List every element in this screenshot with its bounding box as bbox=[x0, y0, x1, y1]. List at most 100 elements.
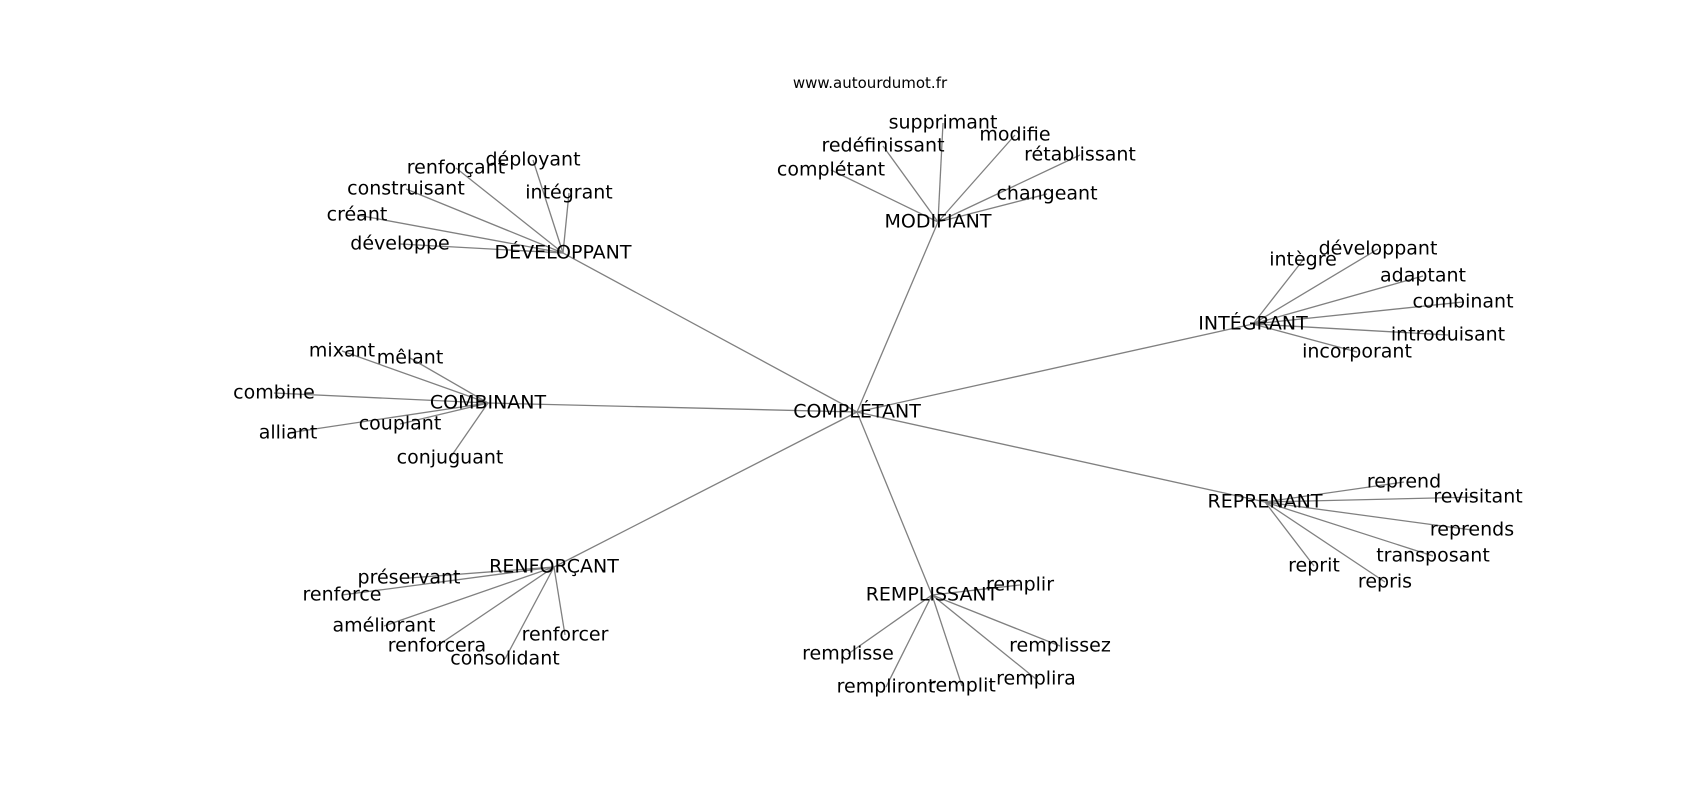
graph-edges bbox=[273, 122, 1479, 688]
edge-hub-leaf bbox=[931, 594, 963, 687]
leaf-word-node: modifie bbox=[979, 124, 1050, 146]
leaf-word-node: revisitant bbox=[1433, 486, 1522, 508]
leaf-word-node: combinant bbox=[1412, 291, 1513, 313]
edge-hub-leaf bbox=[882, 145, 939, 223]
edge-hub-leaf bbox=[1264, 496, 1479, 503]
edge-hub-leaf bbox=[1252, 301, 1464, 325]
edge-hub-leaf bbox=[885, 594, 933, 688]
edge-hub-leaf bbox=[455, 167, 564, 254]
leaf-word-node: consolidant bbox=[450, 648, 559, 670]
leaf-word-node: créant bbox=[327, 204, 388, 226]
edge-hub-leaf bbox=[1264, 501, 1386, 583]
edge-hub-leaf bbox=[931, 584, 1021, 596]
edge-hub-leaf bbox=[449, 402, 489, 459]
edge-hub-leaf bbox=[341, 350, 489, 404]
leaf-word-node: redéfinissant bbox=[821, 135, 944, 157]
hub-word-node: REPRENANT bbox=[1208, 491, 1323, 513]
leaf-word-node: remplissez bbox=[1009, 635, 1111, 657]
leaf-word-node: repris bbox=[1358, 571, 1412, 593]
edge-hub-leaf bbox=[1264, 481, 1405, 503]
leaf-word-node: remplira bbox=[996, 668, 1076, 690]
leaf-word-node: combine bbox=[233, 382, 315, 404]
leaf-word-node: renforcera bbox=[388, 635, 486, 657]
edge-hub-leaf bbox=[937, 134, 1016, 223]
leaf-word-node: remplisse bbox=[802, 643, 894, 665]
leaf-word-node: alliant bbox=[259, 422, 318, 444]
edge-hub-leaf bbox=[356, 214, 564, 254]
leaf-word-node: déployant bbox=[485, 149, 580, 171]
edge-hub-leaf bbox=[937, 154, 1081, 223]
edge-center-hub bbox=[553, 411, 858, 568]
leaf-word-node: changeant bbox=[996, 183, 1097, 205]
edge-hub-leaf bbox=[287, 402, 489, 434]
leaf-word-node: reprit bbox=[1288, 555, 1340, 577]
edge-center-hub bbox=[856, 221, 939, 413]
edge-center-hub bbox=[856, 411, 933, 596]
edge-hub-leaf bbox=[1252, 323, 1358, 353]
center-word-node: COMPLÉTANT bbox=[793, 400, 921, 423]
edge-hub-leaf bbox=[562, 192, 570, 254]
edge-hub-leaf bbox=[273, 392, 489, 404]
edge-hub-leaf bbox=[931, 594, 1061, 647]
leaf-word-node: mixant bbox=[309, 340, 375, 362]
hub-word-node: COMBINANT bbox=[430, 392, 547, 414]
leaf-word-node: renforcer bbox=[522, 624, 609, 646]
leaf-word-node: adaptant bbox=[1380, 265, 1466, 287]
leaf-word-node: préservant bbox=[358, 567, 461, 589]
edge-hub-leaf bbox=[937, 122, 944, 223]
leaf-word-node: rempliront bbox=[837, 676, 936, 698]
leaf-word-node: supprimant bbox=[889, 112, 998, 134]
leaf-word-node: renforçant bbox=[407, 157, 505, 179]
edge-hub-leaf bbox=[409, 357, 489, 404]
source-credit: www.autourdumot.fr bbox=[793, 74, 948, 92]
edge-hub-leaf bbox=[937, 193, 1048, 223]
leaf-word-node: reprend bbox=[1367, 471, 1441, 493]
leaf-word-node: introduisant bbox=[1391, 324, 1505, 346]
leaf-word-node: mêlant bbox=[377, 347, 444, 369]
leaf-word-node: reprends bbox=[1430, 519, 1514, 541]
edge-hub-leaf bbox=[1252, 275, 1424, 325]
edge-hub-leaf bbox=[408, 566, 555, 579]
edge-hub-leaf bbox=[1252, 323, 1449, 336]
edge-hub-leaf bbox=[405, 188, 564, 254]
edge-hub-leaf bbox=[1264, 501, 1315, 567]
edge-hub-leaf bbox=[1252, 248, 1379, 325]
leaf-word-node: renforce bbox=[303, 584, 382, 606]
leaf-word-node: remplit bbox=[928, 675, 996, 697]
edge-hub-leaf bbox=[532, 159, 564, 254]
leaf-word-node: complétant bbox=[777, 159, 885, 181]
leaf-word-node: conjuguant bbox=[397, 447, 504, 469]
leaf-word-node: construisant bbox=[347, 178, 465, 200]
hub-word-node: REMPLISSANT bbox=[866, 584, 999, 606]
edge-center-hub bbox=[856, 411, 1266, 503]
leaf-word-node: améliorant bbox=[333, 615, 436, 637]
edge-hub-leaf bbox=[383, 566, 555, 627]
hub-word-node: RENFORÇANT bbox=[489, 556, 619, 578]
leaf-word-node: intègre bbox=[1269, 249, 1337, 271]
edge-hub-leaf bbox=[1264, 501, 1434, 557]
leaf-word-node: rétablissant bbox=[1024, 144, 1136, 166]
leaf-word-node: développant bbox=[1319, 238, 1438, 260]
hub-word-node: DÉVELOPPANT bbox=[494, 241, 631, 264]
hub-word-node: INTÉGRANT bbox=[1198, 312, 1308, 335]
edge-hub-leaf bbox=[1252, 259, 1304, 325]
edge-hub-leaf bbox=[553, 566, 566, 636]
graph-labels: www.autourdumot.fr COMPLÉTANT MODIFIANT su… bbox=[233, 74, 1523, 698]
edge-hub-leaf bbox=[399, 402, 489, 425]
edge-hub-leaf bbox=[847, 594, 933, 655]
leaf-word-node: intégrant bbox=[525, 182, 612, 204]
edge-hub-leaf bbox=[504, 566, 555, 660]
hub-word-node: MODIFIANT bbox=[885, 211, 992, 233]
edge-center-hub bbox=[562, 252, 858, 413]
edge-hub-leaf bbox=[341, 566, 555, 596]
edge-hub-leaf bbox=[830, 169, 939, 223]
leaf-word-node: incorporant bbox=[1302, 341, 1412, 363]
leaf-word-node: couplant bbox=[359, 413, 442, 435]
edge-hub-leaf bbox=[931, 594, 1037, 680]
edge-hub-leaf bbox=[1264, 501, 1473, 531]
edge-center-hub bbox=[487, 402, 858, 413]
leaf-word-node: développe bbox=[350, 233, 449, 255]
leaf-word-node: transposant bbox=[1376, 545, 1490, 567]
leaf-word-node: remplir bbox=[986, 574, 1054, 596]
